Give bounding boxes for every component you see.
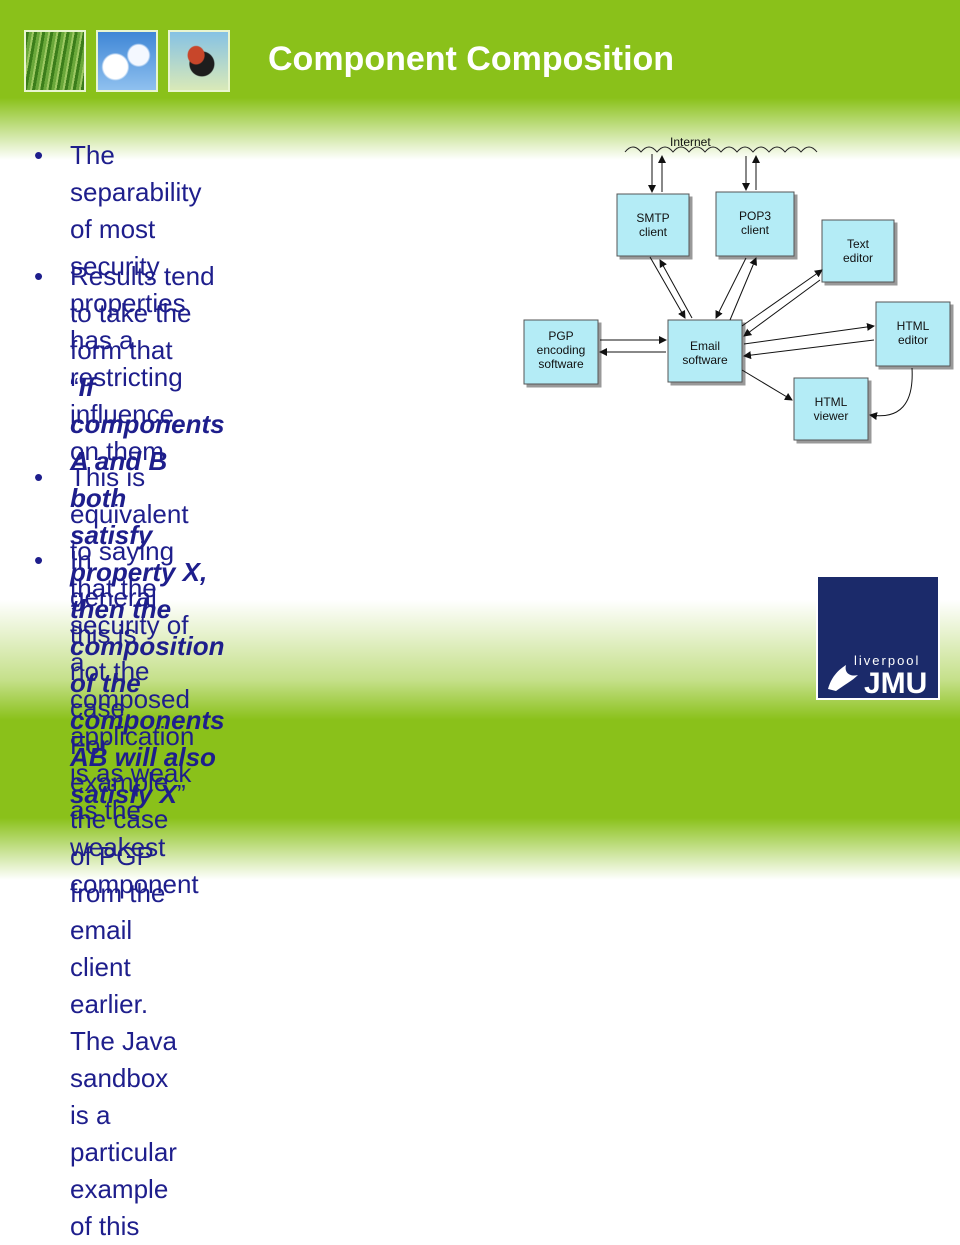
- email-label-line: software: [682, 353, 728, 367]
- bullet-4-text: In general this is not the case. For exa…: [70, 545, 177, 1241]
- text-editor-label: Text: [847, 237, 870, 251]
- logo-bottom-text: JMU: [864, 667, 928, 700]
- arrow: [649, 256, 686, 319]
- logo-top-text: liverpool: [854, 653, 921, 668]
- open-quote: “: [70, 372, 79, 402]
- smtp-label: SMTP: [636, 211, 669, 225]
- bullet-dot: •: [34, 261, 44, 291]
- arrow: [659, 259, 693, 319]
- liver-bird-icon: [828, 665, 858, 691]
- arrow: [869, 367, 913, 421]
- bullet-dot: •: [34, 462, 44, 492]
- arrow: [715, 257, 747, 319]
- grass-thumbnail: [24, 30, 86, 92]
- pgp-label: PGP: [548, 329, 573, 343]
- arrow: [743, 279, 821, 337]
- bullet-dot: •: [34, 545, 44, 575]
- bullet-1-text: The separability of most security proper…: [70, 140, 202, 466]
- slide-title: Component Composition: [268, 40, 675, 78]
- html-editor-label-line: editor: [898, 333, 928, 347]
- bullet-2-intro: Results tend to take the form that: [70, 261, 215, 365]
- arrow: [741, 269, 823, 327]
- pop3-label: POP3: [739, 209, 771, 223]
- internet-cloud: [624, 146, 818, 153]
- html-viewer-label: HTML: [815, 395, 848, 409]
- email-label: Email: [690, 339, 720, 353]
- jmu-logo: liverpool JMU: [816, 575, 940, 700]
- smtp-label-line: client: [639, 225, 668, 239]
- arrow: [743, 322, 875, 345]
- html-editor-label: HTML: [897, 319, 930, 333]
- arrow: [741, 369, 793, 401]
- html-viewer-label-line: viewer: [814, 409, 849, 423]
- bullet-dot: •: [34, 140, 44, 170]
- butterfly-thumbnail: [168, 30, 230, 92]
- arrow: [743, 339, 875, 360]
- pgp-label-line: encoding: [537, 343, 586, 357]
- internet-label: Internet: [670, 135, 711, 149]
- text-editor-label-line: editor: [843, 251, 873, 265]
- pgp-label-line: software: [538, 357, 584, 371]
- arrow: [729, 257, 757, 321]
- sky-thumbnail: [96, 30, 158, 92]
- pop3-label-line: client: [741, 223, 770, 237]
